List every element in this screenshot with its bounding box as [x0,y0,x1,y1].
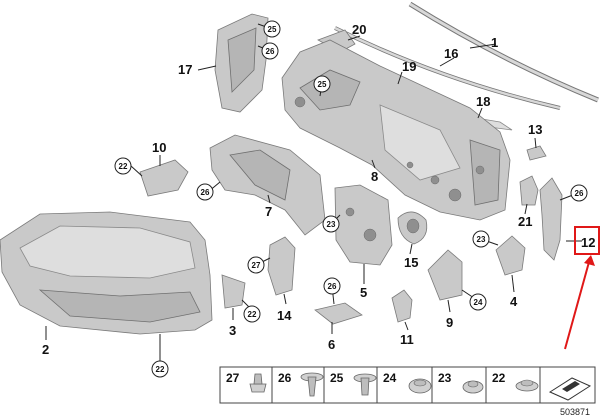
part-17-shield [214,13,269,113]
part-2-underbody [0,211,213,335]
label-8: 8 [371,169,378,184]
label-13: 13 [528,122,542,137]
fastener-27-icon [249,373,267,393]
part-15-ring [397,211,428,245]
callout-24: 24 [474,298,483,307]
callout-23-right: 23 [477,235,486,244]
callout-25-top: 25 [268,25,277,34]
fastener-25-icon [353,373,377,396]
label-3: 3 [229,323,236,338]
part-5-block [334,184,393,266]
label-18: 18 [476,94,490,109]
part-1-strip [408,1,599,103]
part-11-bracket [391,289,413,323]
callout-22-left: 22 [119,162,128,171]
highlight-12 [564,226,600,350]
label-20: 20 [352,22,366,37]
legend-22: 22 [492,371,506,385]
fastener-26-icon [300,372,324,397]
label-21: 21 [518,214,532,229]
part-7-panel [209,134,326,236]
label-1: 1 [491,35,498,50]
callouts: 25 26 25 22 26 23 27 22 26 23 24 26 22 [114,20,588,378]
legend-23: 23 [438,371,452,385]
fastener-legend: 27 26 25 24 23 22 [219,366,596,404]
part-10-bracket [139,159,189,197]
label-6: 6 [328,337,335,352]
legend-27: 27 [226,371,240,385]
label-2: 2 [42,342,49,357]
document-id: 503871 [560,407,590,417]
label-11: 11 [400,332,414,347]
callout-26-right: 26 [575,189,584,198]
part-13-clip [526,145,547,161]
part-9-piece [427,249,463,301]
sheet-icon [548,377,592,401]
part-12-seal [539,177,563,261]
label-19: 19 [402,59,416,74]
legend-26: 26 [278,371,292,385]
label-16: 16 [444,46,458,61]
legend-25: 25 [330,371,344,385]
callout-25-mid: 25 [318,80,327,89]
part-3-bracket [221,274,246,309]
label-12: 12 [581,235,595,250]
label-10: 10 [152,140,166,155]
part-6-piece [314,302,363,325]
label-14: 14 [277,308,292,323]
part-labels: 1 16 20 19 18 13 17 10 7 8 21 15 5 14 3 … [42,22,595,357]
part-14-bracket [267,236,296,296]
fastener-23-icon [462,380,484,394]
legend-24: 24 [383,371,397,385]
part-21-bracket [519,175,539,206]
label-4: 4 [510,294,518,309]
label-17: 17 [178,62,192,77]
callout-23-mid: 23 [327,220,336,229]
label-15: 15 [404,255,418,270]
callout-26-left: 26 [201,188,210,197]
fastener-24-icon [408,378,432,394]
callout-27: 27 [252,261,261,270]
label-9: 9 [446,315,453,330]
label-5: 5 [360,285,367,300]
part-4-bracket [495,235,526,276]
part-8-firewall [281,39,511,221]
part-16-strip [334,26,561,110]
callout-22-b3: 22 [248,310,257,319]
label-7: 7 [265,204,272,219]
callout-26-b6: 26 [328,282,337,291]
callout-26-top: 26 [266,47,275,56]
callout-22-bottom: 22 [156,365,165,374]
fastener-22-icon [515,379,539,392]
